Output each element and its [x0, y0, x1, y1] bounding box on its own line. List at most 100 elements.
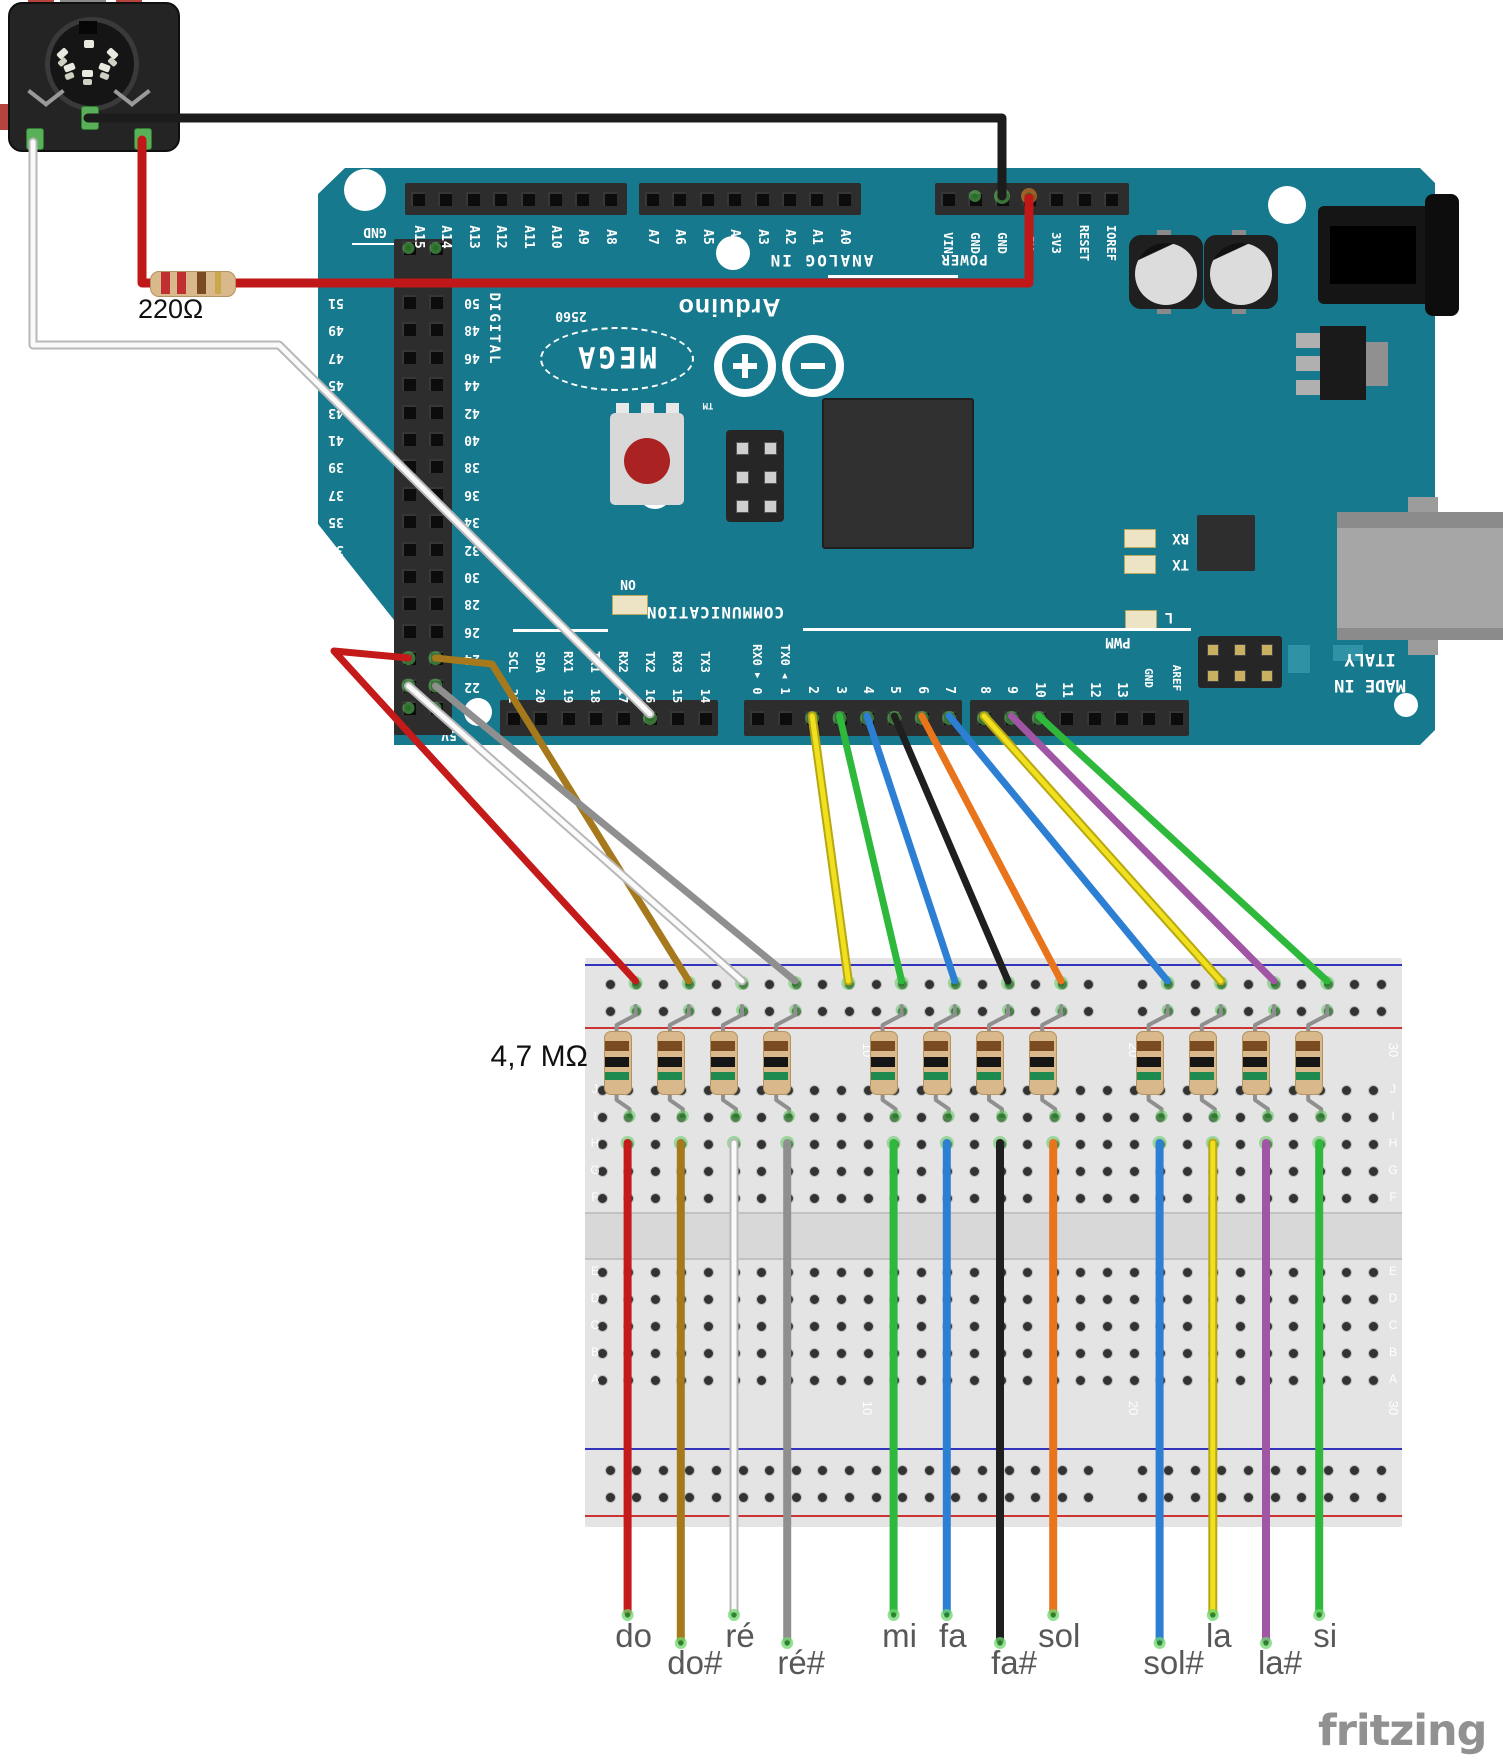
- pin-label-20: 20: [533, 688, 548, 704]
- breadboard-hole: [676, 1192, 688, 1204]
- breadboard-hole: [756, 1347, 768, 1359]
- breadboard-hole: [1242, 1464, 1254, 1476]
- breadboard-hole: [1136, 1005, 1148, 1017]
- resistor-band: [711, 1041, 735, 1051]
- breadboard-hole: [995, 1138, 1007, 1150]
- breadboard-row-letter: A: [590, 1372, 599, 1386]
- pin-label-d24: 24: [464, 651, 480, 667]
- breadboard-hole: [1075, 1293, 1087, 1305]
- pin-hole: [428, 569, 443, 583]
- breadboard-hole: [1155, 1266, 1167, 1278]
- breadboard-hole: [942, 1165, 954, 1177]
- resistor-band: [977, 1057, 1001, 1067]
- pin-hole: [401, 678, 416, 693]
- pin-hole: [401, 432, 416, 446]
- breadboard-hole: [1181, 1192, 1193, 1204]
- power-jack-inner: [1330, 226, 1416, 284]
- breadboard-hole: [676, 1320, 688, 1332]
- breadboard-hole: [968, 1293, 980, 1305]
- breadboard-hole: [809, 1266, 821, 1278]
- pin-hole: [727, 192, 742, 206]
- breadboard-hole: [1314, 1293, 1326, 1305]
- breadboard-hole: [889, 1111, 901, 1123]
- label-4-7-mohm: 4,7 MΩ: [490, 1040, 588, 1073]
- resistor-band: [1030, 1057, 1055, 1067]
- pin-label-d43: 43: [328, 404, 344, 420]
- resistor-band: [657, 1057, 682, 1067]
- breadboard-hole: [1341, 1165, 1353, 1177]
- breadboard-row-letter: C: [590, 1318, 600, 1332]
- pin-hole: [645, 192, 659, 206]
- breadboard-hole: [1075, 1165, 1087, 1177]
- breadboard-hole: [623, 1165, 635, 1177]
- breadboard-hole: [942, 1138, 954, 1150]
- breadboard-hole: [1341, 1084, 1353, 1096]
- breadboard-blue-line: [585, 964, 1402, 966]
- breadboard-hole: [1136, 978, 1148, 990]
- breadboard-hole: [702, 1266, 714, 1278]
- tx-led: [1124, 555, 1156, 574]
- breadboard-hole: [782, 1347, 794, 1359]
- rx-led-label: RX: [1172, 530, 1189, 546]
- silk-line: [828, 275, 958, 278]
- board-pad: [1288, 645, 1310, 673]
- breadboard-row-letter: G: [1388, 1163, 1398, 1177]
- on-led: [612, 595, 648, 615]
- pin-label-d49: 49: [328, 322, 344, 338]
- pin-label-d5: 5: [887, 686, 903, 694]
- breadboard-hole: [676, 1138, 688, 1150]
- fritzing-watermark: fritzing: [1318, 1706, 1487, 1756]
- breadboard-hole: [1181, 1266, 1193, 1278]
- breadboard-hole: [1349, 1491, 1361, 1503]
- breadboard-hole: [1048, 1347, 1060, 1359]
- resistor-band: [1189, 1072, 1214, 1080]
- resistor-band: [923, 1057, 948, 1067]
- breadboard-hole: [1208, 1320, 1220, 1332]
- breadboard-hole: [915, 1320, 927, 1332]
- breadboard-hole: [1101, 1293, 1113, 1305]
- pin-label-13: 13: [1114, 682, 1129, 698]
- breadboard-hole: [676, 1347, 688, 1359]
- breadboard-hole: [870, 1491, 882, 1503]
- breadboard-hole: [843, 1491, 855, 1503]
- pin-label-d31: 31: [328, 569, 344, 584]
- pin-hole: [401, 596, 416, 611]
- breadboard-hole: [756, 1192, 768, 1204]
- breadboard-row-letter: E: [1388, 1264, 1397, 1278]
- breadboard-hole: [995, 1192, 1007, 1204]
- breadboard-hole: [889, 1347, 901, 1359]
- breadboard-hole: [897, 1005, 909, 1017]
- pin-label-a8: A8: [602, 229, 618, 245]
- breadboard-hole: [1056, 978, 1068, 990]
- note-label-ré#: ré#: [777, 1644, 826, 1681]
- note-label-fa: fa: [939, 1617, 967, 1654]
- breadboard-column-number: 30: [1386, 1400, 1401, 1416]
- pin-hole: [782, 192, 796, 206]
- breadboard-hole: [1163, 1005, 1175, 1017]
- breadboard-hole: [737, 978, 749, 990]
- pin-label-d30: 30: [464, 569, 480, 584]
- breadboard-hole: [623, 1111, 635, 1123]
- mounting-hole: [464, 698, 492, 726]
- breadboard-hole: [1181, 1374, 1193, 1386]
- breadboard-hole: [604, 978, 616, 990]
- breadboard-hole: [915, 1192, 927, 1204]
- breadboard-hole: [1288, 1192, 1300, 1204]
- breadboard-hole: [1234, 1374, 1246, 1386]
- breadboard-hole: [995, 1111, 1007, 1123]
- breadboard-hole: [729, 1165, 741, 1177]
- breadboard-hole: [1349, 1005, 1361, 1017]
- breadboard-hole: [1181, 1111, 1193, 1123]
- breadboard-hole: [950, 1005, 962, 1017]
- capacitor-lead: [1157, 308, 1171, 314]
- reset-button-cap[interactable]: [624, 438, 670, 484]
- breadboard-hole: [764, 1464, 776, 1476]
- breadboard-hole: [596, 1165, 608, 1177]
- breadboard-hole: [862, 1374, 874, 1386]
- breadboard-hole: [1261, 1347, 1273, 1359]
- resistor-band: [657, 1072, 682, 1080]
- resistor-band: [1030, 1072, 1055, 1080]
- breadboard-hole: [1296, 1005, 1308, 1017]
- breadboard-hole: [1155, 1111, 1167, 1123]
- breadboard-hole: [889, 1293, 901, 1305]
